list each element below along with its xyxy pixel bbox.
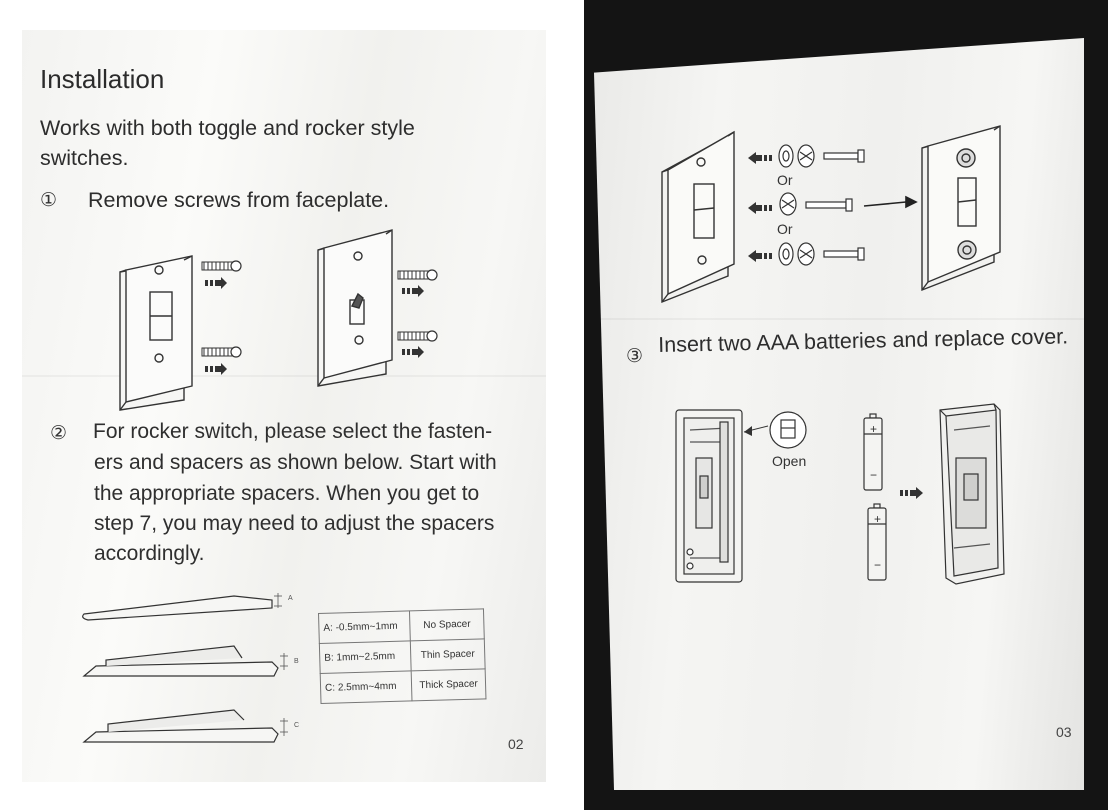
screw-icon (398, 270, 437, 280)
arrow-right-icon (402, 285, 424, 297)
arrow-right-icon (402, 346, 424, 358)
spacer-icon (779, 243, 814, 265)
or-label-1: Or (777, 172, 793, 188)
gap-b-label: B (294, 658, 299, 665)
spacer-icon (779, 145, 814, 167)
step-1-number: ① (40, 189, 57, 212)
gap-cell: A: -0.5mm~1mm (319, 611, 411, 644)
open-tab-icon (770, 412, 806, 448)
screw-icon (824, 150, 864, 162)
spacer-cell: Thick Spacer (411, 669, 486, 701)
or-label-2: Or (777, 221, 793, 237)
table-row: A: -0.5mm~1mm No Spacer (319, 609, 485, 644)
gap-c-label: C (294, 722, 299, 729)
screw-icon (398, 331, 437, 341)
step-3-text: Insert two AAA batteries and replace cov… (658, 324, 1068, 358)
arrow-left-icon (748, 152, 772, 164)
page-number: 03 (1056, 724, 1072, 740)
step-3-number: ③ (626, 345, 643, 368)
step-2-line-1: For rocker switch, please select the fas… (93, 416, 492, 447)
page-fold (584, 318, 1084, 320)
arrow-right-icon (864, 197, 916, 207)
intro-text-line-1: Works with both toggle and rocker style (40, 116, 415, 141)
battery-plus-label: + (870, 422, 877, 436)
step-2-line-4: step 7, you may need to adjust the space… (94, 508, 494, 539)
manual-page-03: Or Or ③ Insert two AAA batteries and rep… (584, 38, 1084, 790)
table-row: C: 2.5mm~4mm Thick Spacer (320, 669, 486, 704)
battery-minus-label: − (874, 558, 881, 572)
step-2-line-2: ers and spacers as shown below. Start wi… (94, 447, 497, 478)
photo-divider (548, 0, 584, 810)
screw-icon (202, 261, 241, 271)
open-label: Open (772, 453, 806, 469)
arrow-left-icon (748, 250, 772, 262)
page-fold (22, 375, 546, 377)
battery-plus-label: + (874, 512, 881, 526)
arrow-right-icon (205, 363, 227, 375)
step-2-line-3: the appropriate spacers. When you get to (94, 478, 479, 509)
intro-text-line-2: switches. (40, 146, 128, 171)
screw-icon (202, 347, 241, 357)
arrow-left-icon (748, 202, 772, 214)
page-number: 02 (508, 736, 524, 752)
spacer-cell: No Spacer (410, 609, 485, 641)
step-2-line-5: accordingly. (94, 538, 205, 569)
gap-a-label: A (288, 595, 293, 602)
spacer-cell: Thin Spacer (410, 639, 485, 671)
screw-icon (806, 199, 852, 211)
gap-cell: B: 1mm~2.5mm (319, 641, 411, 674)
table-row: B: 1mm~2.5mm Thin Spacer (319, 639, 485, 674)
step-1-text: Remove screws from faceplate. (88, 188, 389, 213)
gap-cell: C: 2.5mm~4mm (320, 671, 412, 704)
spacer-icon (780, 193, 796, 215)
spacer-table: A: -0.5mm~1mm No Spacer B: 1mm~2.5mm Thi… (318, 608, 486, 704)
arrow-right-icon (900, 487, 923, 499)
battery-minus-label: − (870, 468, 877, 482)
arrow-right-icon (205, 277, 227, 289)
page-title: Installation (40, 64, 164, 95)
gap-c-illustration (22, 30, 23, 31)
screw-icon (824, 248, 864, 260)
manual-page-02: Installation Works with both toggle and … (22, 30, 546, 782)
step-2-number: ② (50, 422, 67, 445)
